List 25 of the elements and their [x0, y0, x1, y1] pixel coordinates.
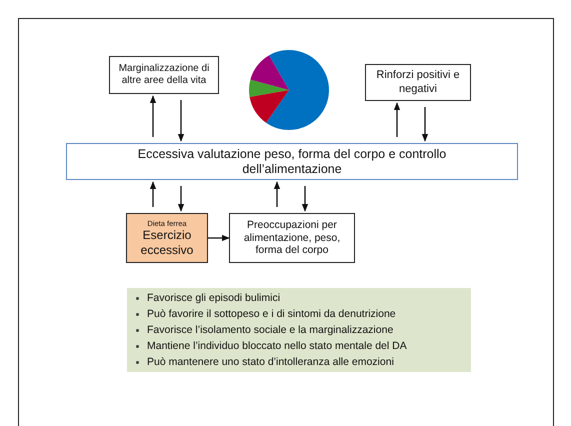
process-box	[109, 56, 219, 94]
arrow	[422, 107, 428, 142]
box-title: Esercizio eccessivo	[140, 228, 194, 257]
bullet-item: Può favorire il sottopeso e i di sintomi da denutrizione	[133, 306, 407, 322]
bullet-item: Favorisce gli episodi bulimici	[133, 290, 407, 306]
box-label: Marginalizzazione di altre aree della vita	[118, 63, 210, 87]
arrow	[150, 181, 156, 207]
arrow	[394, 102, 400, 137]
bullet-item: Mantiene l’individuo bloccato nello stato mentale del DA	[133, 338, 407, 354]
arrow	[302, 186, 308, 212]
highlighted-box	[126, 213, 208, 263]
box-label: Rinforzi positivi e negativi	[375, 69, 461, 96]
bullet-item: Favorisce l’isolamento sociale e la marginalizzazione	[133, 322, 407, 338]
box-label: Eccessiva valutazione peso, forma del corpo e controllo dell’alimentazione	[136, 146, 448, 176]
process-box	[229, 213, 355, 263]
arrow	[274, 181, 280, 207]
arrow	[208, 234, 230, 242]
central-box	[66, 143, 518, 180]
process-box	[365, 64, 471, 101]
arrow	[150, 95, 156, 137]
note-panel	[127, 288, 471, 372]
box-label: Preoccupazioni per alimentazione, peso, forma del corpo	[242, 219, 342, 257]
arrow	[178, 186, 184, 212]
bullet-item: Può mantenere uno stato d’intolleranza alle emozioni	[133, 354, 407, 370]
arrow	[178, 100, 184, 142]
